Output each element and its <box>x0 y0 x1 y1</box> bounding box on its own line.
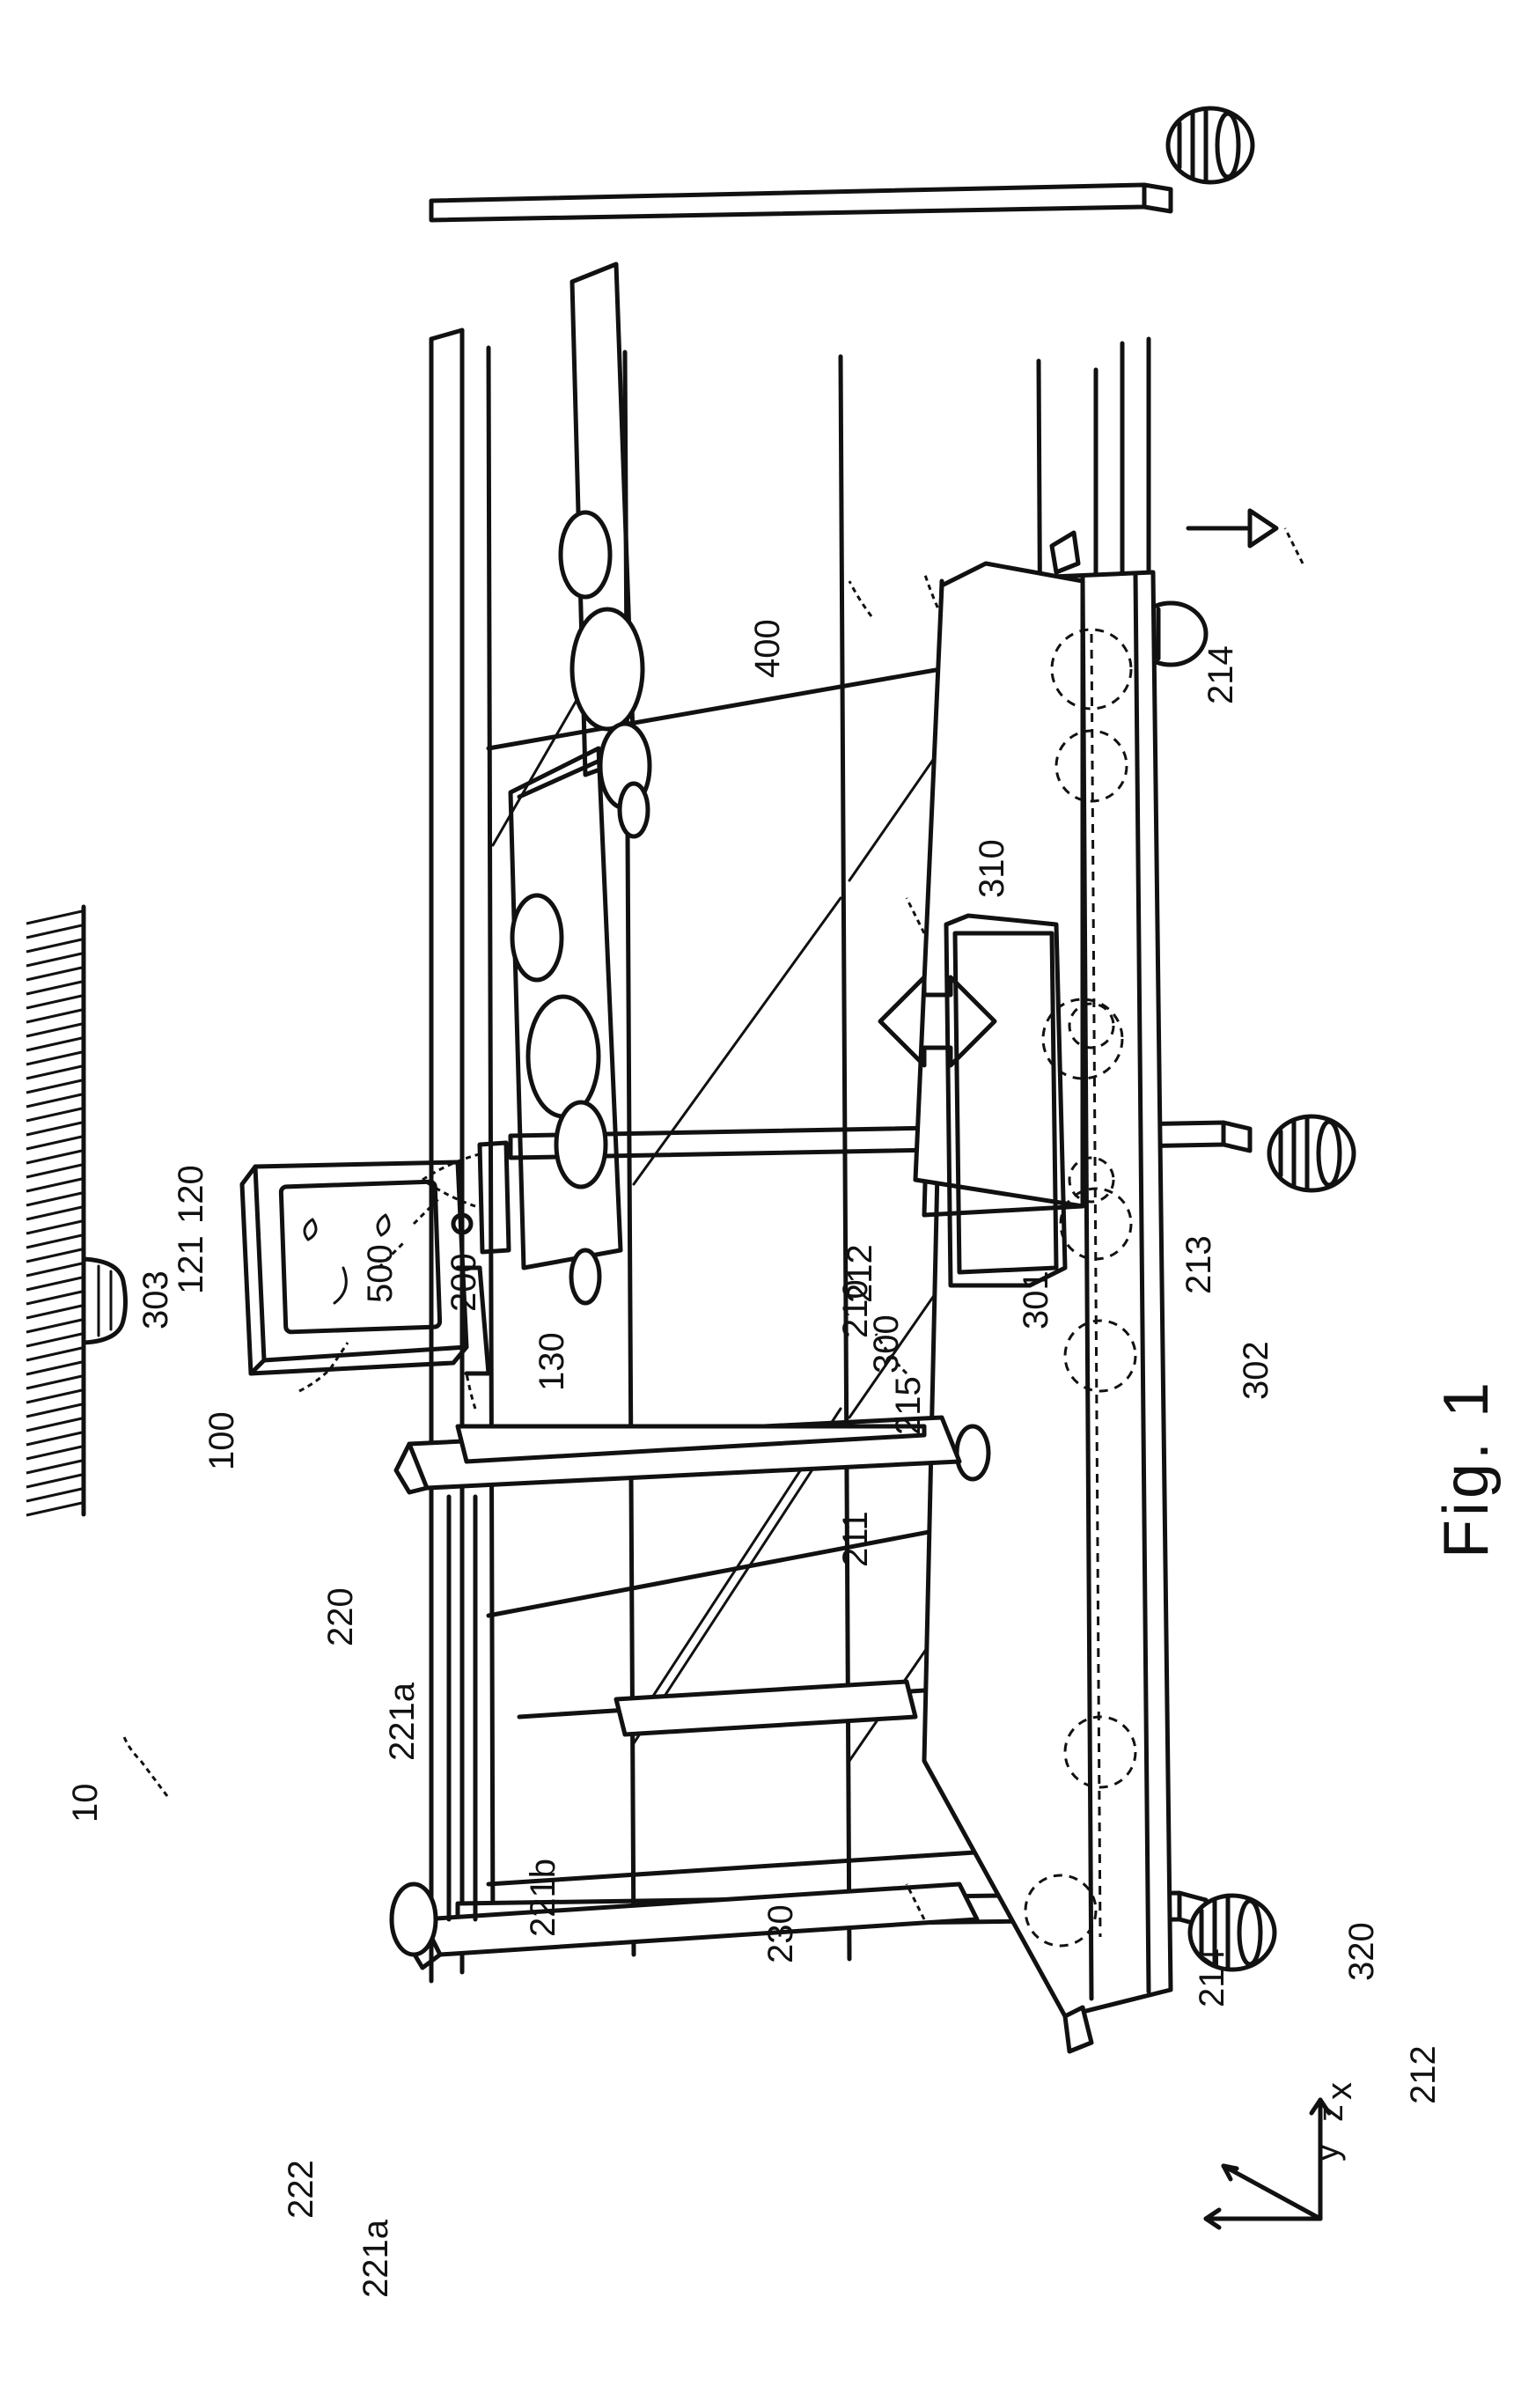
hatch-line <box>26 1080 82 1093</box>
label-221b: 221b <box>524 1859 562 1937</box>
hatch-line <box>26 1179 82 1191</box>
label-220: 220 <box>321 1587 360 1646</box>
hatch-line <box>26 1024 82 1036</box>
hatch-line <box>26 1390 82 1403</box>
hatch-line <box>26 1503 82 1515</box>
hatch-line <box>26 1221 82 1233</box>
label-221a-t: 221a <box>383 1682 422 1761</box>
hatch-line <box>26 1278 82 1290</box>
hatch-line <box>26 1123 82 1135</box>
hatch-line <box>26 1207 82 1219</box>
label-301: 301 <box>1017 1270 1055 1329</box>
hatch-line <box>26 911 82 924</box>
label-230: 230 <box>761 1904 800 1963</box>
label-221a-b: 221a <box>356 2219 395 2298</box>
hatch-line <box>26 1249 82 1262</box>
hatch-line <box>26 1489 82 1501</box>
label-100: 100 <box>202 1411 241 1470</box>
hatch-line <box>26 1475 82 1487</box>
hatch-line <box>26 1418 82 1431</box>
label-500: 500 <box>361 1244 400 1303</box>
hatch-line <box>26 996 82 1008</box>
hatch-line <box>26 1165 82 1177</box>
hatch-line <box>26 968 82 980</box>
hatch-line <box>26 1292 82 1304</box>
label-320: 320 <box>1342 1922 1381 1981</box>
label-400: 400 <box>748 619 787 678</box>
hatch-line <box>26 1404 82 1417</box>
label-200: 200 <box>445 1253 483 1312</box>
hatch-line <box>26 1447 82 1459</box>
label-300: 300 <box>867 1314 906 1373</box>
label-222: 222 <box>282 2160 320 2219</box>
hatch-line <box>26 1306 82 1318</box>
label-310: 310 <box>973 839 1011 898</box>
ceiling-hatching <box>26 911 82 1515</box>
coordinate-axes <box>1206 2100 1329 2228</box>
label-214b: 214 <box>1193 1948 1231 2007</box>
hatch-line <box>26 1193 82 1205</box>
hatch-line <box>26 1376 82 1388</box>
hatch-line <box>26 925 82 938</box>
hatch-line <box>26 982 82 994</box>
hatch-line <box>26 1052 82 1064</box>
hatch-line <box>26 939 82 952</box>
hatch-line <box>26 1461 82 1473</box>
ceiling-with-camera <box>26 907 126 1515</box>
label-10: 10 <box>66 1784 105 1823</box>
hatch-line <box>26 1137 82 1149</box>
label-121: 121 <box>172 1235 210 1294</box>
figure-caption: Fig. 1 <box>1431 1379 1502 1558</box>
hatch-line <box>26 1038 82 1050</box>
label-302: 302 <box>1237 1341 1275 1400</box>
hatch-line <box>26 1334 82 1346</box>
label-215: 215 <box>889 1376 928 1435</box>
label-130: 130 <box>533 1332 571 1391</box>
hatch-line <box>26 1010 82 1022</box>
label-212b: 212 <box>1404 2045 1443 2104</box>
label-212a: 212 <box>841 1244 879 1303</box>
axis-z-label: z <box>1312 2104 1350 2122</box>
hatch-line <box>26 1432 82 1445</box>
hatch-line <box>26 1108 82 1121</box>
hatch-line <box>26 1151 82 1163</box>
hatch-line <box>26 1362 82 1374</box>
axis-x-label: x <box>1320 2082 1359 2100</box>
hatch-line <box>26 1263 82 1276</box>
label-214a: 214 <box>1201 645 1240 704</box>
hatch-line <box>26 1066 82 1079</box>
label-303: 303 <box>136 1270 175 1329</box>
hatch-line <box>26 1094 82 1107</box>
hatch-line <box>26 1320 82 1332</box>
label-213: 213 <box>1179 1235 1218 1294</box>
hatch-line <box>26 954 82 966</box>
label-211: 211 <box>836 1511 875 1567</box>
axis-y-label: y <box>1307 2144 1346 2161</box>
label-120: 120 <box>172 1165 210 1224</box>
hatch-line <box>26 1348 82 1360</box>
hatch-line <box>26 1235 82 1248</box>
